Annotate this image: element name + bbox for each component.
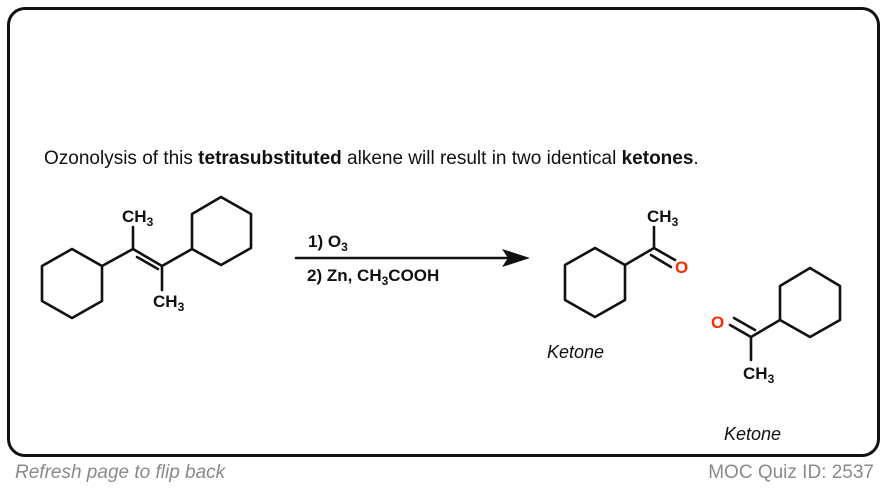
carbonyl-double-bond	[728, 323, 753, 339]
carbonyl-double-bond-inner	[649, 253, 673, 269]
bond	[623, 246, 656, 267]
arrow-head-icon	[502, 249, 530, 267]
statement-text: .	[693, 148, 699, 169]
bond	[100, 247, 135, 268]
product1-ketone-label: Ketone	[547, 342, 604, 362]
product2-ketone-label: Ketone	[724, 424, 781, 444]
answer-statement: Ozonolysis of this tetrasubstituted alke…	[44, 148, 699, 170]
product1-methyl-label: CH3	[647, 207, 679, 229]
product1-cyclohexane	[563, 246, 627, 319]
product2-oxygen-label: O	[711, 313, 724, 332]
bond	[160, 247, 194, 268]
flashcard-back[interactable]	[7, 7, 880, 457]
carbonyl-double-bond	[652, 246, 677, 262]
statement-emphasis-tetrasubstituted: tetrasubstituted	[198, 148, 342, 169]
bond	[749, 318, 782, 339]
product2-cyclohexane	[778, 266, 842, 339]
double-bond-inner	[135, 255, 160, 271]
reagent-step-1: 1) O3	[308, 232, 348, 254]
statement-text: Ozonolysis of this	[44, 148, 199, 169]
quiz-id: MOC Quiz ID: 2537	[708, 462, 874, 483]
product1-oxygen-label: O	[675, 258, 688, 277]
methyl-label-bottom: CH3	[153, 292, 185, 314]
reagent-step-2: 2) Zn, CH3COOH	[307, 266, 439, 288]
carbonyl-double-bond-inner	[732, 316, 757, 332]
cyclohexane-ring-right	[190, 195, 253, 267]
product2-methyl-label: CH3	[743, 364, 775, 386]
methyl-label-top: CH3	[122, 207, 154, 229]
statement-emphasis-ketones: ketones	[621, 148, 694, 169]
statement-text: alkene will result in two identical	[341, 148, 622, 169]
flip-back-hint: Refresh page to flip back	[15, 462, 226, 483]
double-bond	[131, 247, 164, 268]
cyclohexane-ring-left	[40, 247, 104, 320]
